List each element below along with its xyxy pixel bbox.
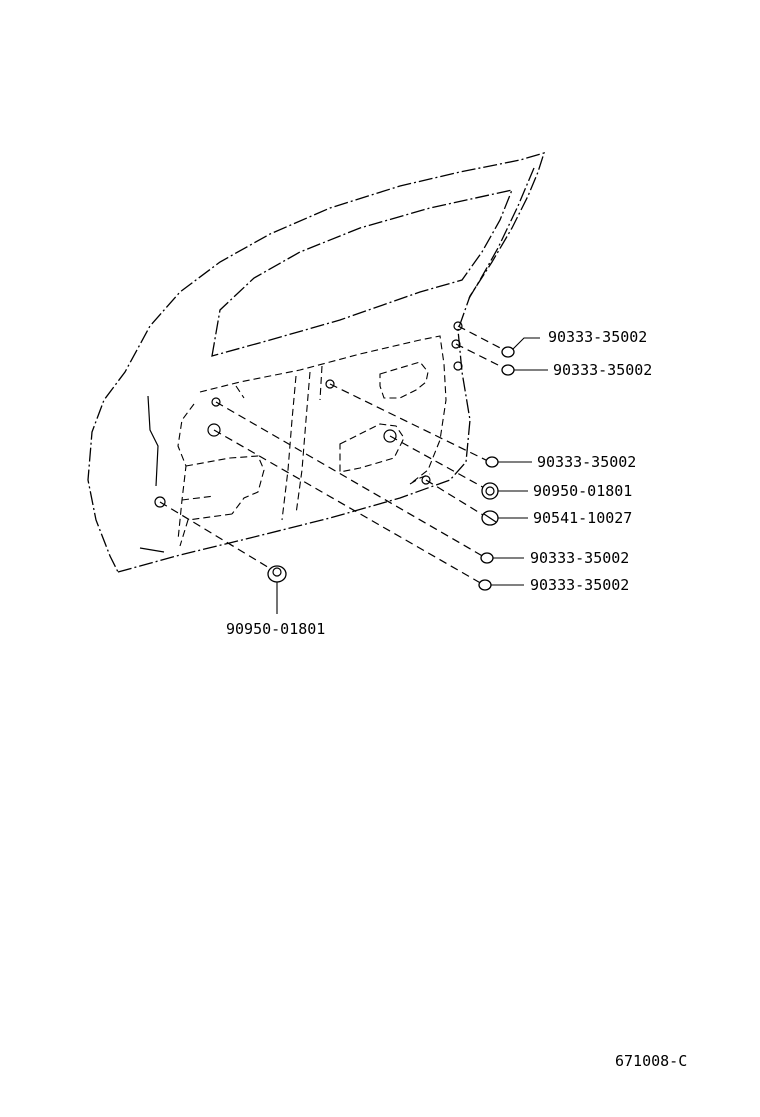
part-p1: 90333-35002 <box>501 328 647 358</box>
part-p3: 90333-35002 <box>485 453 636 471</box>
part-p7: 90333-35002 <box>478 576 629 594</box>
plug-icon <box>501 346 515 358</box>
part-number-label: 90333-35002 <box>530 549 629 567</box>
part-number-label: 90333-35002 <box>553 361 652 379</box>
grommet-icon <box>481 482 499 500</box>
part-p8: 90950-01801 <box>226 565 325 638</box>
grommet-icon <box>267 565 287 583</box>
cushion-icon <box>481 510 499 526</box>
part-p2: 90333-35002 <box>501 361 652 379</box>
part-number-label: 90333-35002 <box>530 576 629 594</box>
part-number-label: 90333-35002 <box>548 328 647 346</box>
inner-panel <box>139 335 447 553</box>
panel-holes <box>154 321 463 508</box>
door-outline <box>87 152 545 573</box>
lead-lines <box>159 325 509 586</box>
window-opening <box>211 189 514 357</box>
plug-icon <box>480 552 494 564</box>
plug-icon <box>485 456 499 468</box>
part-number-label: 90541-10027 <box>533 509 632 527</box>
part-number-label: 90950-01801 <box>226 620 325 638</box>
plug-icon <box>478 579 492 591</box>
plug-icon <box>501 364 515 376</box>
part-number-label: 90333-35002 <box>537 453 636 471</box>
part-p4: 90950-01801 <box>481 482 632 500</box>
part-p6: 90333-35002 <box>480 549 629 567</box>
part-number-label: 90950-01801 <box>533 482 632 500</box>
figure-code: 671008-C <box>615 1052 687 1070</box>
part-p5: 90541-10027 <box>481 509 632 527</box>
